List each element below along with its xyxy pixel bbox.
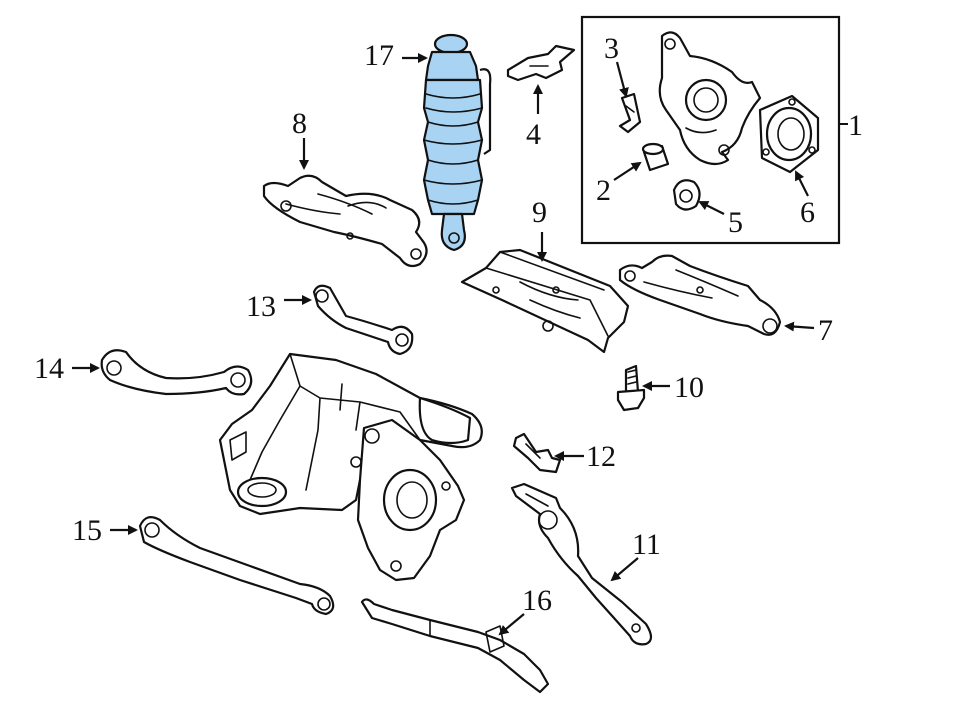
callout-6-arrow — [795, 170, 809, 197]
bushing-part-5[interactable] — [672, 179, 701, 211]
control-arm-part-7[interactable] — [618, 254, 782, 336]
link-part-15[interactable] — [138, 515, 335, 616]
bolt-part-10[interactable] — [616, 364, 646, 412]
callout-2-arrow — [613, 161, 642, 181]
callout-9[interactable]: 9 — [532, 196, 547, 229]
knuckle-group-box — [580, 15, 841, 245]
strut-side-line — [479, 68, 492, 155]
callout-2[interactable]: 2 — [596, 174, 611, 207]
spring-link-part-9[interactable] — [460, 248, 630, 354]
control-arm-part-8[interactable] — [262, 174, 428, 268]
callout-5-arrow — [698, 201, 725, 215]
knuckle-part[interactable] — [658, 31, 762, 166]
hub-bearing-part-6[interactable] — [758, 94, 820, 174]
callout-14[interactable]: 14 — [34, 352, 64, 385]
callout-7-arrow — [784, 321, 815, 332]
callout-3[interactable]: 3 — [604, 32, 619, 65]
subframe-assembly[interactable] — [218, 352, 483, 582]
callout-10[interactable]: 10 — [674, 371, 704, 404]
shield-part-16[interactable] — [360, 598, 550, 694]
callout-5[interactable]: 5 — [728, 206, 743, 239]
callout-13[interactable]: 13 — [246, 290, 276, 323]
bracket-part-12[interactable] — [512, 432, 562, 474]
callout-12[interactable]: 12 — [586, 440, 616, 473]
callout-11-arrow — [610, 557, 639, 582]
callout-16-arrow — [498, 613, 525, 636]
bracket-part-3[interactable] — [618, 92, 642, 134]
callout-11[interactable]: 11 — [632, 528, 661, 561]
callout-1[interactable]: 1 — [848, 109, 863, 142]
strut-top-mount — [433, 33, 469, 55]
callout-17[interactable]: 17 — [364, 39, 394, 72]
air-strut-part-17[interactable] — [422, 33, 492, 252]
bracket-part-4[interactable] — [506, 44, 576, 82]
callout-4[interactable]: 4 — [526, 118, 541, 151]
bushing-part-2[interactable] — [641, 142, 670, 172]
strut-upper-body — [424, 50, 480, 82]
arm-part-14[interactable] — [100, 349, 253, 396]
lower-arm-part-11[interactable] — [510, 482, 653, 646]
strut-air-bellows — [422, 78, 484, 216]
callout-15[interactable]: 15 — [72, 514, 102, 547]
callout-16[interactable]: 16 — [522, 584, 552, 617]
strut-lower-eye — [440, 212, 466, 252]
callout-6[interactable]: 6 — [800, 196, 815, 229]
callout-8[interactable]: 8 — [292, 107, 307, 140]
callout-7[interactable]: 7 — [818, 314, 833, 347]
callout-3-arrow — [615, 61, 629, 98]
link-part-13[interactable] — [312, 284, 414, 356]
